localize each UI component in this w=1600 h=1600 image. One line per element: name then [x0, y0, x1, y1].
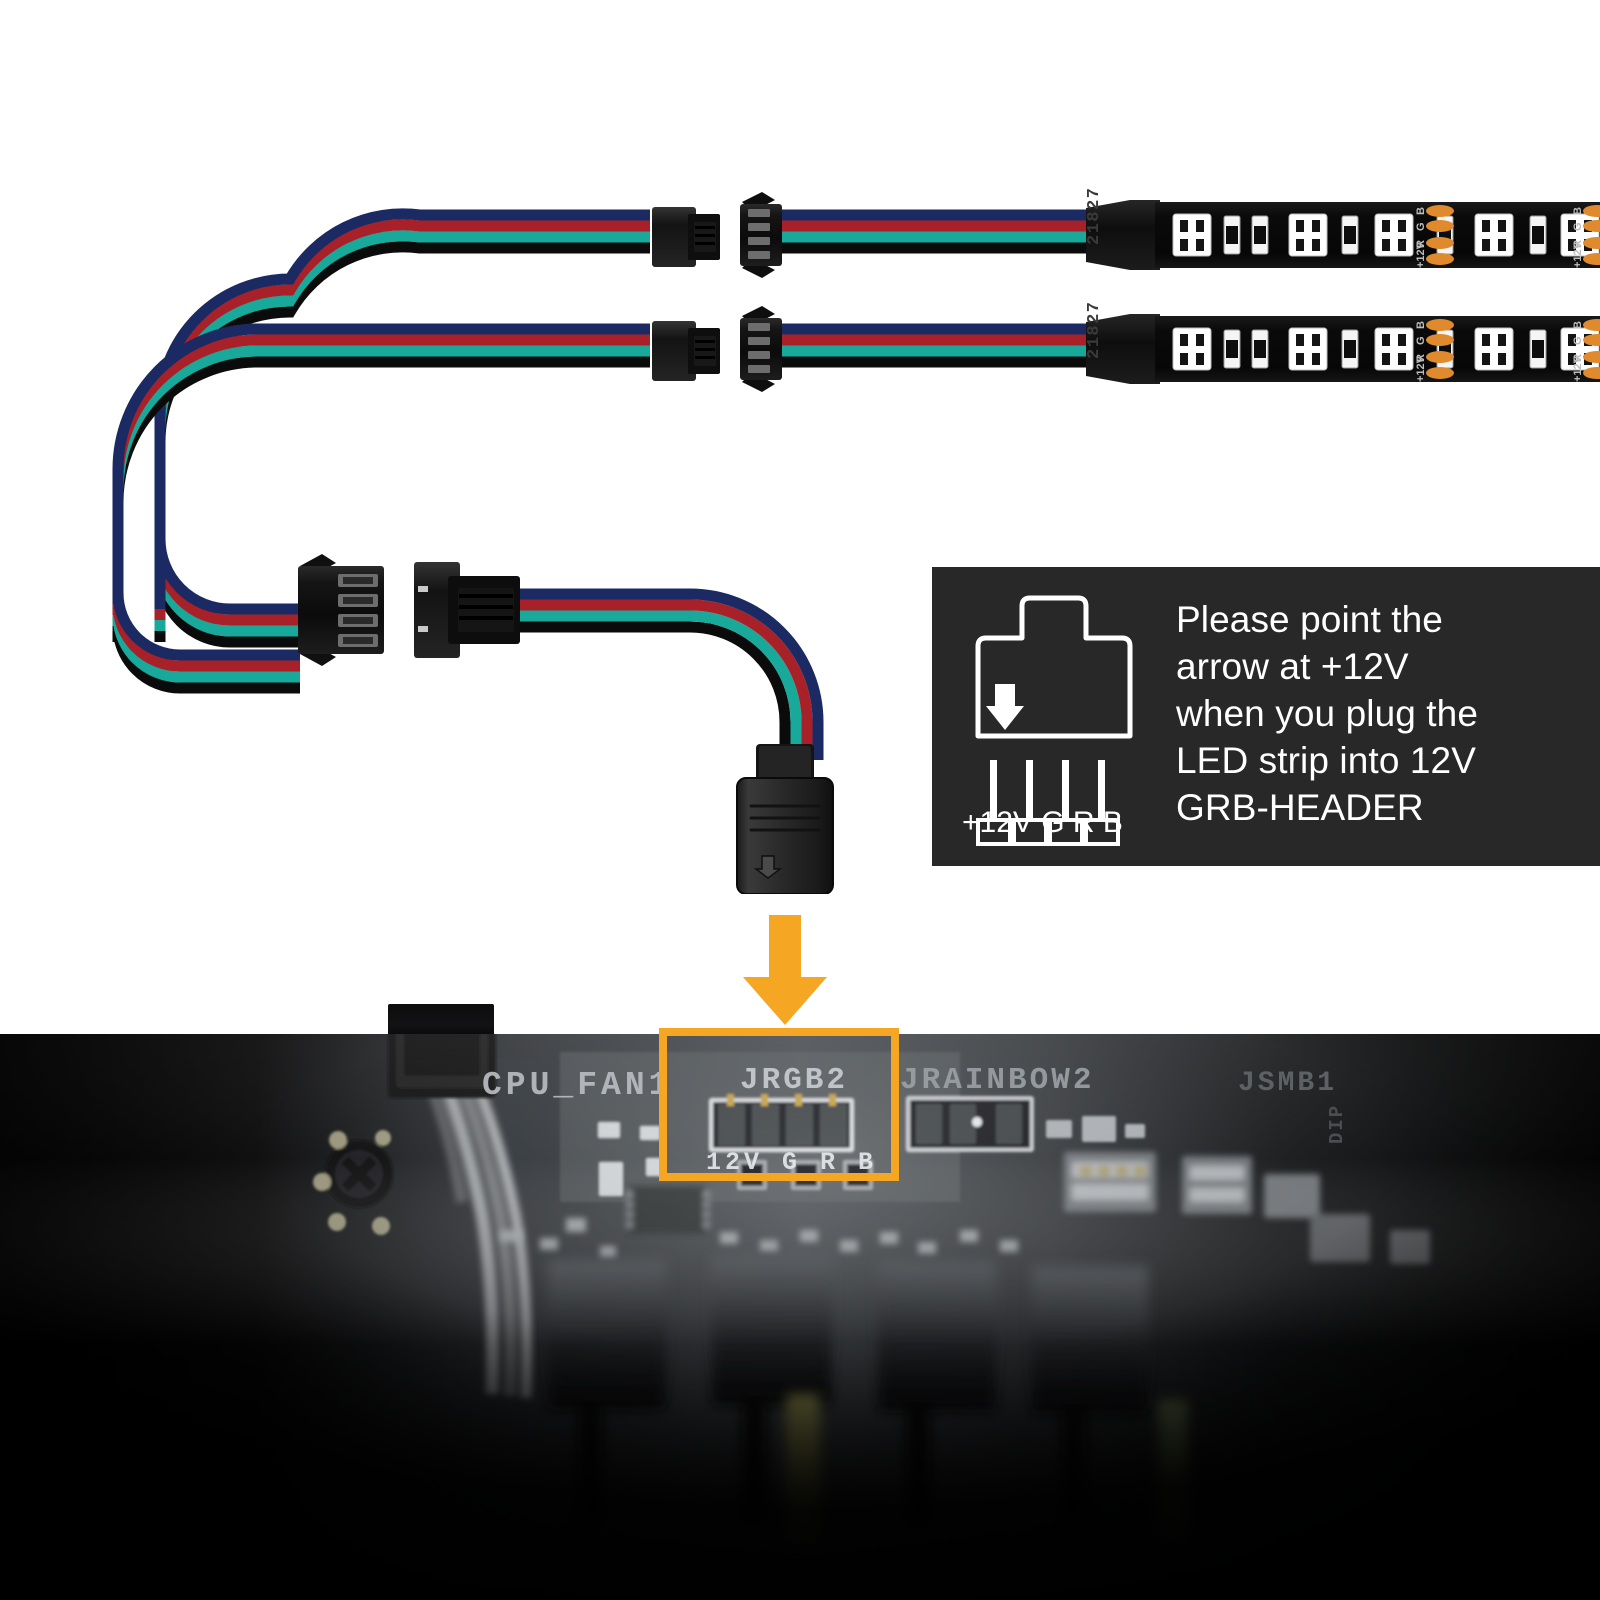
ribbon-cable-lower — [112, 323, 650, 642]
silkscreen-jrgb2: JRGB2 — [740, 1063, 848, 1098]
svg-text:R: R — [1572, 240, 1584, 248]
svg-text:R: R — [1415, 240, 1427, 248]
silkscreen-jrainbow2: JRAINBOW2 — [900, 1063, 1094, 1098]
strip-marking-upper: 21827 — [1085, 186, 1104, 245]
blue-12v-wire — [154, 208, 650, 609]
silkscreen-cpu-fan1: CPU_FAN1 — [482, 1067, 672, 1104]
instruction-note-text: Please point the arrow at +12V when you … — [1176, 596, 1576, 831]
note-line-2: arrow at +12V — [1176, 646, 1409, 687]
blue-12v-wire — [112, 323, 650, 609]
svg-text:G: G — [1415, 336, 1427, 345]
splitter-connector-male — [414, 562, 520, 658]
svg-text:G: G — [1572, 336, 1584, 345]
red-wire — [154, 219, 650, 620]
strip-connector-upper — [652, 192, 782, 278]
strip-pigtail-upper — [782, 209, 1090, 254]
silkscreen-jsmb1: JSMB1 — [1238, 1068, 1337, 1099]
svg-text:B: B — [1572, 207, 1584, 215]
cable-assembly: 21827 — [112, 186, 1600, 760]
svg-text:+12V: +12V — [1572, 241, 1584, 268]
svg-text:G: G — [1572, 222, 1584, 231]
ribbon-tails-to-splitter — [112, 538, 300, 694]
svg-text:B: B — [1572, 321, 1584, 329]
note-line-3: when you plug the — [1176, 693, 1479, 734]
strip-marking-lower: 21827 — [1085, 300, 1104, 359]
ribbon-cable-upper — [154, 208, 650, 642]
svg-text:B: B — [1415, 207, 1427, 215]
note-line-5: GRB-HEADER — [1176, 787, 1424, 828]
svg-text:+12V: +12V — [1415, 355, 1427, 382]
svg-text:+12V: +12V — [1415, 241, 1427, 268]
splitter-connector-female — [298, 554, 384, 666]
svg-text:R: R — [1572, 354, 1584, 362]
jrgb2-highlight-rectangle — [659, 1028, 899, 1181]
insertion-direction-arrow — [743, 915, 827, 1025]
note-line-4: LED strip into 12V — [1176, 740, 1477, 781]
motherboard-header-plug — [736, 744, 834, 894]
main-cable-to-motherboard — [520, 588, 824, 760]
pictogram-pin-labels: +12V G R B — [962, 806, 1123, 839]
instruction-note-box — [932, 567, 1600, 866]
silkscreen-dip: DIP — [1326, 1104, 1348, 1144]
silkscreen-header-pins: 12V G R B — [706, 1148, 877, 1177]
svg-text:G: G — [1415, 222, 1427, 231]
led-strip-lower: 21827 — [1085, 300, 1600, 384]
svg-text:R: R — [1415, 354, 1427, 362]
motherboard-photo: CPU_FAN1 JRGB2 JRAINBOW2 JSMB1 DIP 12V G… — [0, 1034, 1600, 1600]
plug-arrow-marker — [753, 855, 783, 879]
connector-pictogram-icon — [975, 595, 1133, 846]
svg-text:B: B — [1415, 321, 1427, 329]
note-line-1: Please point the — [1176, 599, 1443, 640]
led-strip-upper: 21827 — [1085, 186, 1600, 270]
cpu-fan-connector-block — [388, 1004, 494, 1038]
svg-text:+12V: +12V — [1572, 355, 1584, 382]
strip-connector-lower — [652, 306, 782, 392]
strip-pigtail-lower — [782, 323, 1090, 368]
